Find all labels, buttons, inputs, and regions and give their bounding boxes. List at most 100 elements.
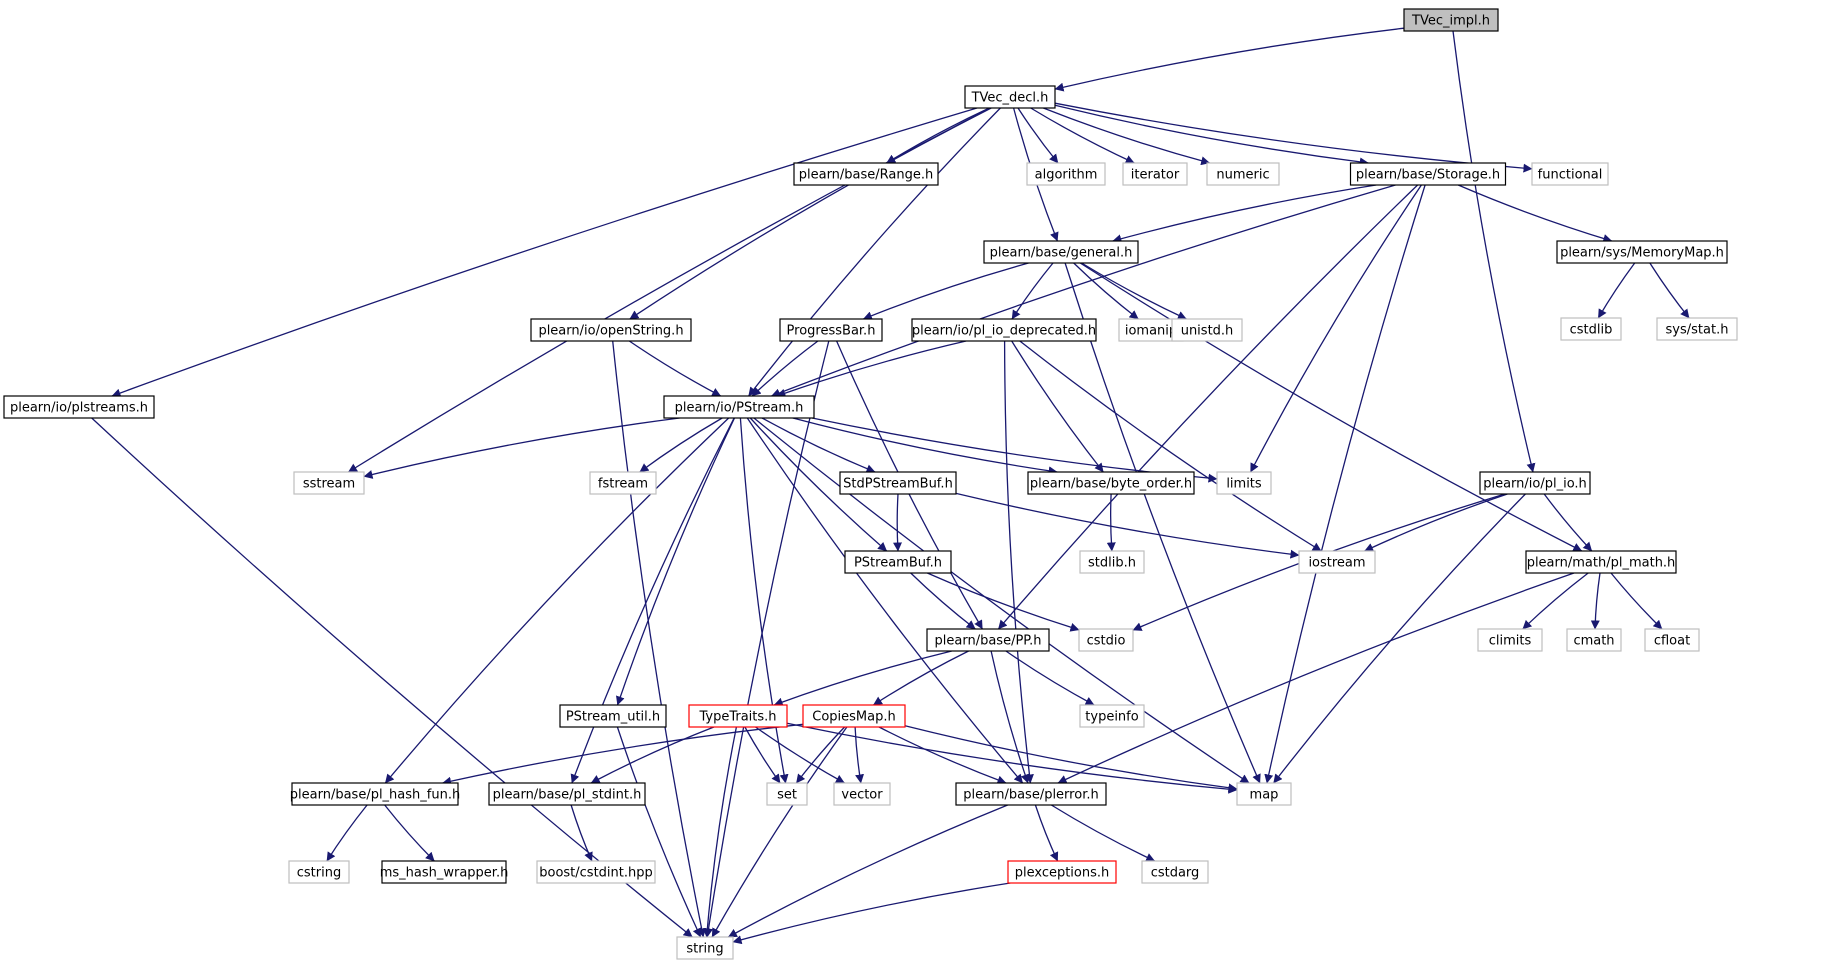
node-plerror[interactable]: plearn/base/plerror.h — [955, 782, 1107, 806]
node-typetraits[interactable]: TypeTraits.h — [688, 704, 788, 728]
node-vector[interactable]: vector — [833, 782, 891, 806]
node-range[interactable]: plearn/base/Range.h — [793, 162, 939, 186]
node-box — [1122, 162, 1188, 186]
node-label: cstdio — [1087, 634, 1126, 649]
node-label: plearn/io/PStream.h — [675, 401, 804, 416]
edge-openstring-to-string — [612, 340, 707, 938]
node-openstring[interactable]: plearn/io/openString.h — [530, 318, 692, 342]
edge-general-to-unistd — [1081, 262, 1187, 320]
node-set[interactable]: set — [766, 782, 808, 806]
node-plio[interactable]: plearn/io/pl_io.h — [1479, 471, 1591, 495]
node-cstdio[interactable]: cstdio — [1078, 628, 1134, 652]
edge-stdpsbuf-to-iostream — [955, 492, 1300, 559]
edge-psbuf-to-cstdio — [927, 572, 1080, 632]
node-cstring[interactable]: cstring — [288, 860, 350, 884]
edge-copiesmap-to-string — [711, 726, 848, 938]
node-box — [688, 704, 788, 728]
edge-pstream-to-map — [753, 417, 1250, 784]
node-general[interactable]: plearn/base/general.h — [983, 240, 1139, 264]
node-mshash[interactable]: ms_hash_wrapper.h — [380, 860, 509, 884]
node-memorymap[interactable]: plearn/sys/MemoryMap.h — [1556, 240, 1728, 264]
node-iostream[interactable]: iostream — [1298, 550, 1376, 574]
edge-plmath-to-cmath — [1590, 572, 1601, 630]
node-storage[interactable]: plearn/base/Storage.h — [1349, 162, 1507, 186]
node-plstreams[interactable]: plearn/io/plstreams.h — [3, 395, 155, 419]
node-algorithm[interactable]: algorithm — [1026, 162, 1106, 186]
node-pliodep[interactable]: plearn/io/pl_io_deprecated.h — [911, 318, 1097, 342]
node-pstream[interactable]: plearn/io/PStream.h — [663, 395, 815, 419]
node-progressbar[interactable]: ProgressBar.h — [779, 318, 883, 342]
node-cmath[interactable]: cmath — [1566, 628, 1622, 652]
node-label: TVec_impl.h — [1411, 14, 1490, 29]
node-label: climits — [1489, 634, 1532, 649]
node-iomanip[interactable]: iomanip — [1118, 318, 1184, 342]
node-sysstat[interactable]: sys/stat.h — [1656, 317, 1738, 341]
node-box — [833, 782, 891, 806]
node-fstream[interactable]: fstream — [589, 471, 657, 495]
node-box — [1566, 628, 1622, 652]
edge-plstdint-to-boostint — [570, 804, 593, 862]
node-box — [911, 318, 1097, 342]
edge-pstream-to-plerror — [746, 417, 1024, 784]
edge-pliodep-to-plerror — [1003, 340, 1034, 784]
node-label: cstdarg — [1151, 866, 1200, 881]
node-label: limits — [1226, 477, 1262, 492]
node-label: PStream_util.h — [566, 710, 660, 725]
node-box — [844, 550, 952, 574]
node-boostint[interactable]: boost/cstdint.hpp — [536, 860, 656, 884]
node-box — [779, 318, 883, 342]
edge-plerror-to-string — [727, 804, 1008, 938]
node-box — [1656, 317, 1738, 341]
edge-openstring-to-pstream — [628, 340, 722, 397]
edge-psutil-to-string — [616, 726, 702, 938]
node-typeinfo[interactable]: typeinfo — [1079, 704, 1145, 728]
node-box — [1556, 240, 1728, 264]
edge-plmath-to-plerror — [1057, 572, 1575, 784]
node-cstdlib[interactable]: cstdlib — [1560, 317, 1622, 341]
node-hashfun[interactable]: plearn/base/pl_hash_fun.h — [290, 782, 460, 806]
edge-hashfun-to-mshash — [384, 804, 435, 862]
node-sstream[interactable]: sstream — [293, 471, 365, 495]
node-plmath[interactable]: plearn/math/pl_math.h — [1525, 550, 1677, 574]
node-stdpsbuf[interactable]: StdPStreamBuf.h — [839, 471, 957, 495]
node-label: TypeTraits.h — [698, 710, 776, 725]
node-label: sstream — [303, 477, 355, 492]
node-box — [381, 860, 507, 884]
node-stdlibh[interactable]: stdlib.h — [1079, 550, 1145, 574]
edge-plerror-to-cstdarg — [1050, 804, 1156, 862]
node-string[interactable]: string — [676, 936, 734, 960]
node-label: iterator — [1131, 168, 1180, 183]
node-label: plearn/base/byte_order.h — [1030, 477, 1192, 492]
edge-pliodep-to-byteorder — [1011, 340, 1104, 473]
node-limits[interactable]: limits — [1216, 471, 1272, 495]
node-functional[interactable]: functional — [1531, 162, 1609, 186]
edge-storage-to-limits — [1250, 184, 1422, 473]
node-label: string — [686, 942, 723, 957]
edge-tvec_decl-to-iterator — [1030, 107, 1135, 164]
node-numeric[interactable]: numeric — [1206, 162, 1280, 186]
edge-general-to-progressbar — [862, 262, 1029, 320]
node-iterator[interactable]: iterator — [1122, 162, 1188, 186]
edge-plio-to-iostream — [1364, 493, 1508, 552]
node-box — [1079, 550, 1145, 574]
node-cfloat[interactable]: cfloat — [1644, 628, 1700, 652]
node-map[interactable]: map — [1236, 782, 1292, 806]
node-copiesmap[interactable]: CopiesMap.h — [802, 704, 906, 728]
node-tvec_decl[interactable]: TVec_decl.h — [964, 85, 1056, 109]
node-unistd[interactable]: unistd.h — [1171, 318, 1243, 342]
edge-pp-to-plerror — [990, 650, 1030, 784]
node-climits[interactable]: climits — [1477, 628, 1543, 652]
node-label: cstdlib — [1570, 323, 1613, 338]
node-label: plearn/base/Range.h — [799, 168, 934, 183]
edge-pliodep-to-pstream — [776, 340, 967, 398]
node-plstdint[interactable]: plearn/base/pl_stdint.h — [488, 782, 646, 806]
node-tvec_impl[interactable]: TVec_impl.h — [1403, 8, 1499, 32]
node-plexceptions[interactable]: plexceptions.h — [1007, 860, 1117, 884]
node-psbuf[interactable]: PStreamBuf.h — [844, 550, 952, 574]
node-cstdarg[interactable]: cstdarg — [1141, 860, 1209, 884]
node-psutil[interactable]: PStream_util.h — [559, 704, 667, 728]
edge-byteorder-to-stdlibh — [1106, 493, 1116, 552]
node-byteorder[interactable]: plearn/base/byte_order.h — [1027, 471, 1195, 495]
node-pp[interactable]: plearn/base/PP.h — [926, 628, 1050, 652]
edge-tvec_decl-to-numeric — [1043, 107, 1211, 166]
